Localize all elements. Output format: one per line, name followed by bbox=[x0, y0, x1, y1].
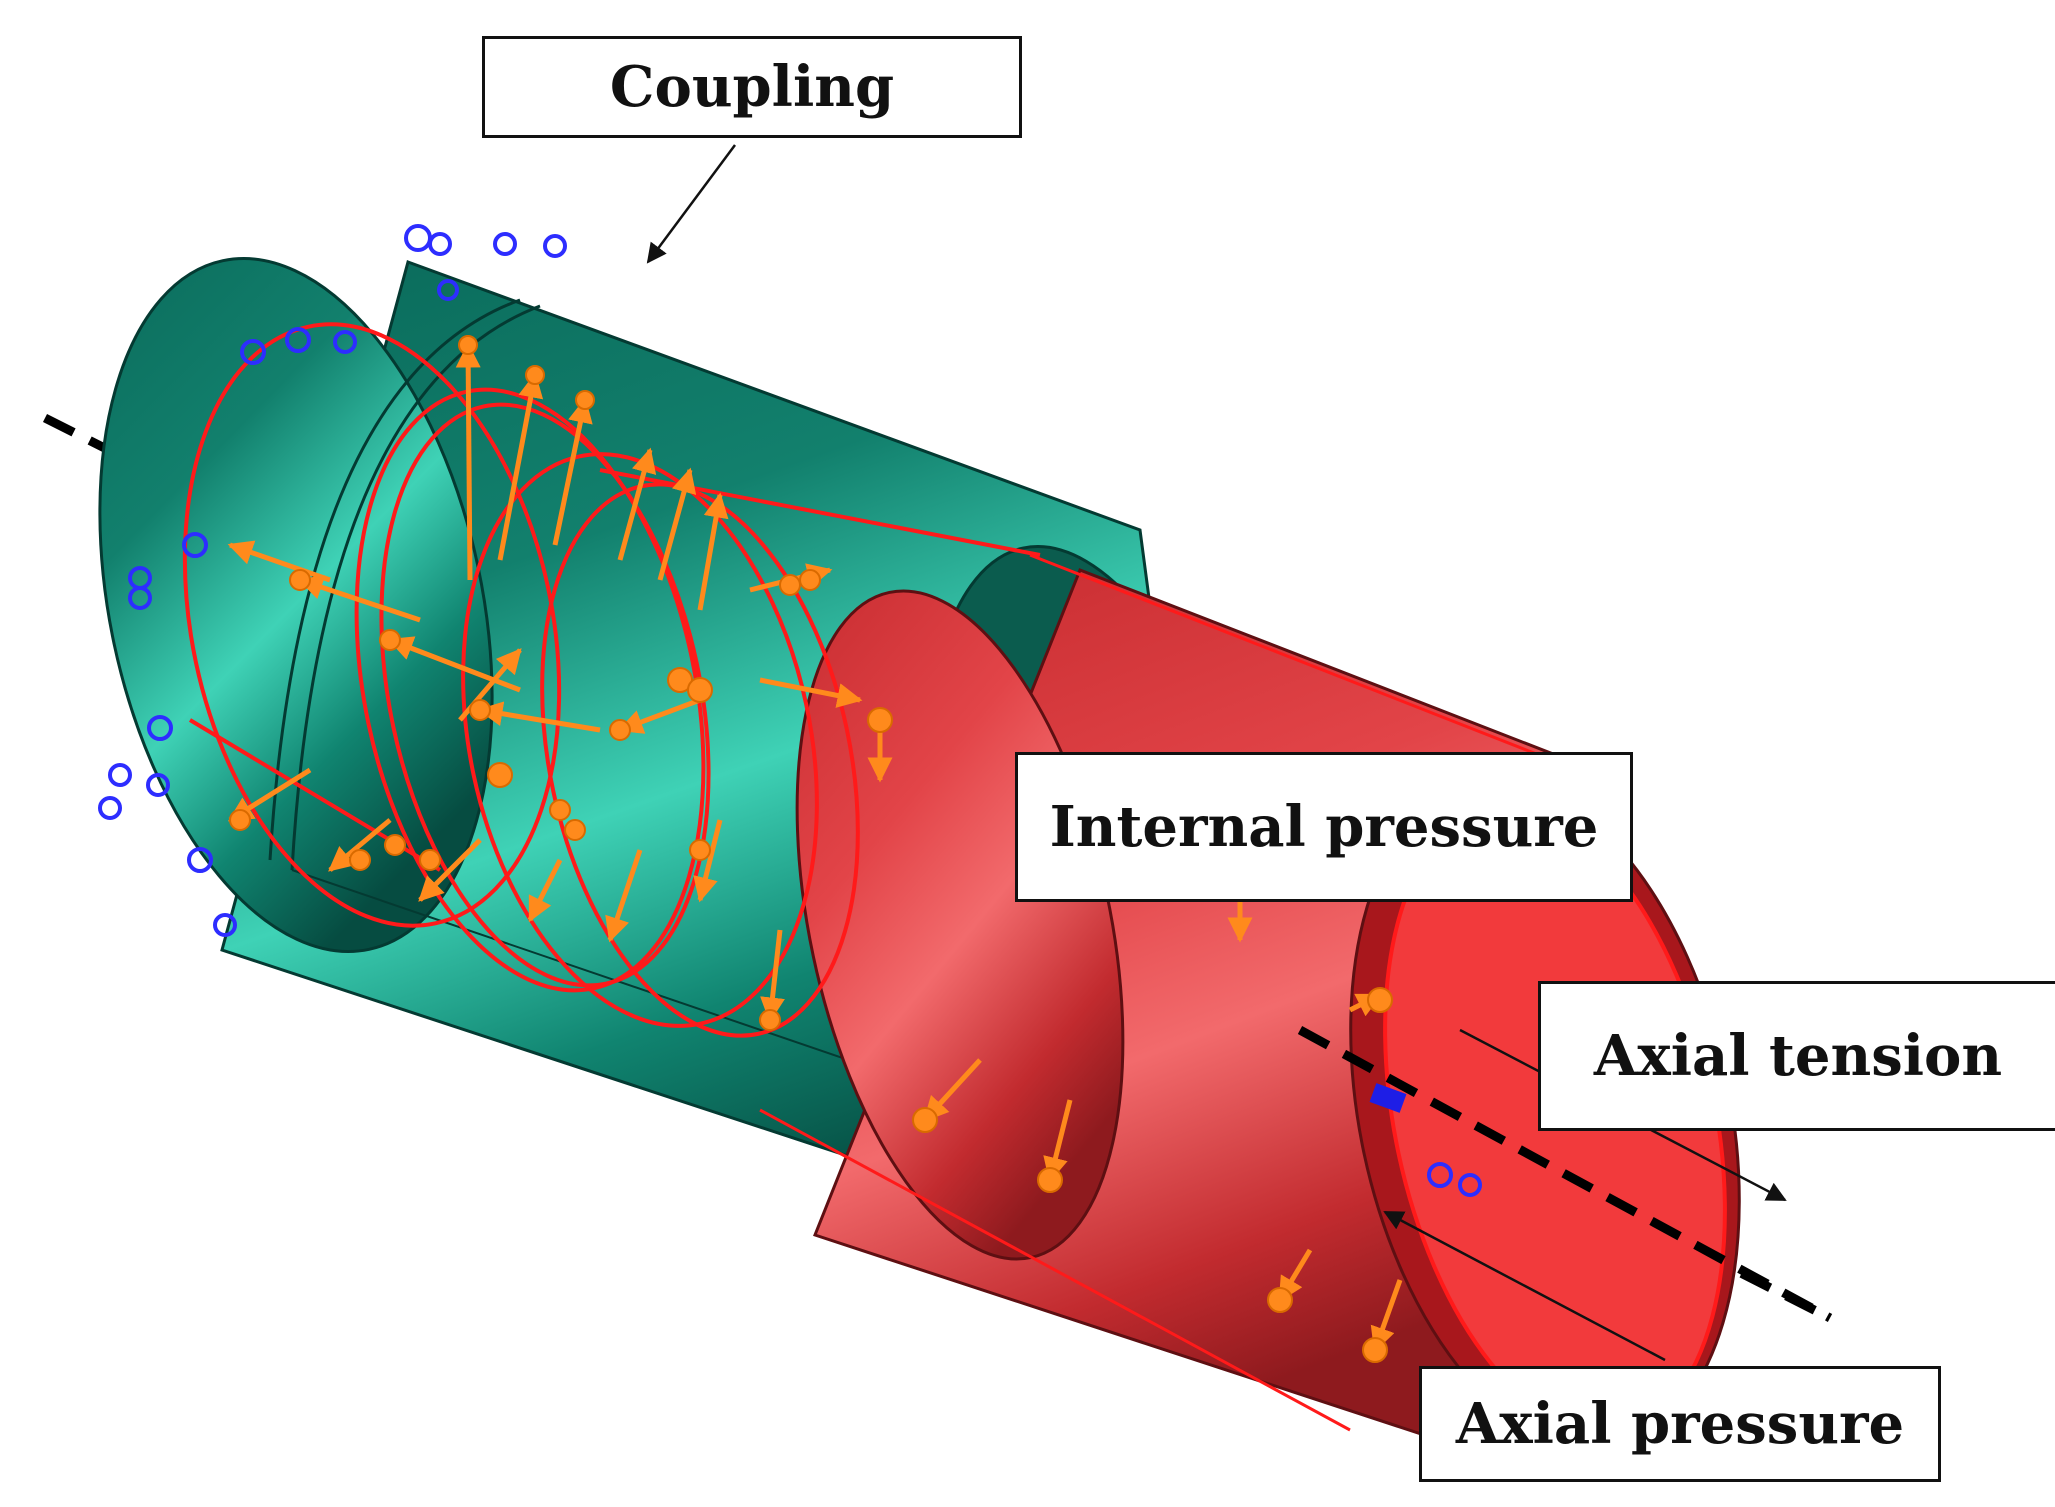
load-arrows bbox=[227, 342, 1403, 1353]
axial-tension-label: Axial tension bbox=[1538, 981, 2055, 1131]
constraint-markers bbox=[98, 224, 1482, 1197]
axis-line-front bbox=[1297, 1026, 1833, 1322]
coupling-label: Coupling bbox=[482, 36, 1022, 138]
internal-pressure-label: Internal pressure bbox=[1015, 752, 1633, 902]
axial-pressure-label: Axial pressure bbox=[1419, 1366, 1941, 1482]
load-markers bbox=[229, 335, 1393, 1363]
coupling-leader-arrow bbox=[646, 144, 737, 264]
axial-pressure-arrow bbox=[1383, 1210, 1666, 1362]
constraint-node-marker bbox=[1369, 1083, 1407, 1113]
